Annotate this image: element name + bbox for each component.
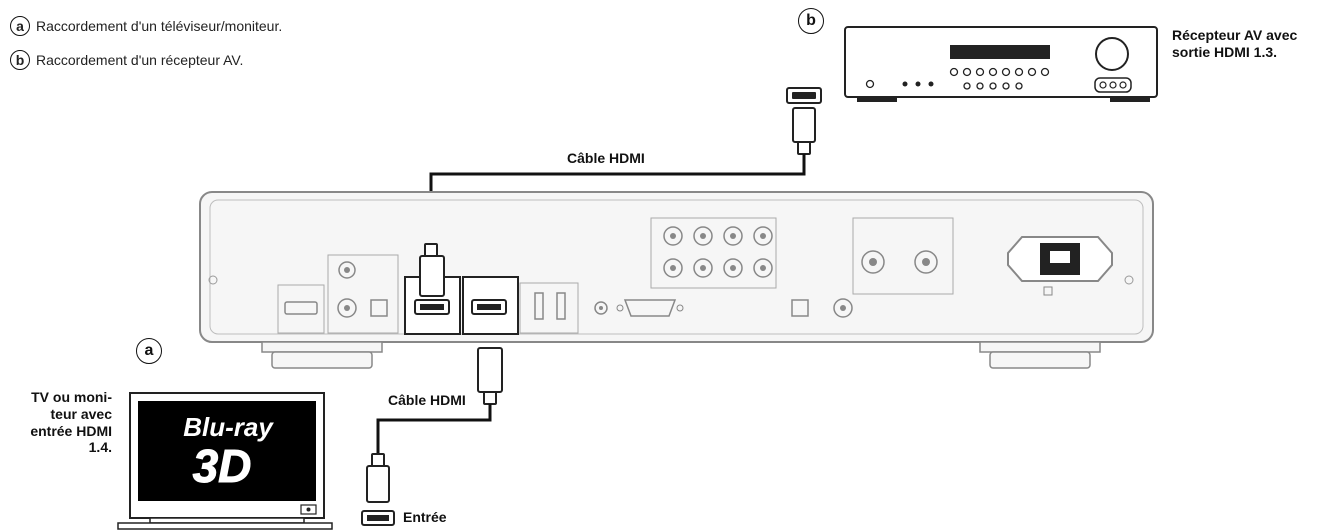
bluray-player-back-panel [199, 191, 1154, 369]
av-receiver [844, 26, 1158, 102]
legend-item-b-text: Raccordement d'un récepteur AV. [36, 52, 244, 68]
tv-hdmi-input-port [361, 510, 395, 526]
tv-caption-line3: entrée HDMI [30, 422, 112, 439]
tv-caption-line2: teur avec [50, 405, 112, 422]
marker-a-icon: a [10, 16, 30, 36]
marker-a-icon-device: a [136, 338, 162, 364]
top-cable-plug-player [419, 243, 445, 297]
bottom-hdmi-cable [376, 404, 492, 454]
receiver-hdmi-port [786, 87, 822, 104]
legend-item-a: a Raccordement d'un téléviseur/moniteur. [10, 16, 282, 36]
tv-caption: TV ou moni- teur avec entrée HDMI 1.4. [8, 389, 112, 456]
bottom-cable-plug-player [477, 347, 503, 405]
receiver-caption-line2: sortie HDMI 1.3. [1172, 43, 1278, 60]
bottom-cable-plug-tv [366, 453, 390, 503]
tv-monitor: Blu-ray 3D [117, 392, 333, 530]
legend-item-a-text: Raccordement d'un téléviseur/moniteur. [36, 18, 283, 34]
bluray-3d-logo-text: 3D [193, 440, 252, 492]
receiver-display [950, 45, 1050, 59]
tv-caption-line4: 1.4. [88, 439, 112, 456]
bottom-cable-label: Câble HDMI [388, 392, 466, 408]
tv-input-label: Entrée [403, 509, 447, 525]
bluray-logo-text: Blu-ray [183, 412, 274, 442]
receiver-caption-line1: Récepteur AV avec [1172, 27, 1298, 43]
top-cable-label: Câble HDMI [567, 150, 645, 166]
top-cable-plug-receiver [792, 107, 816, 155]
legend-item-b: b Raccordement d'un récepteur AV. [10, 50, 243, 70]
receiver-caption: Récepteur AV avec sortie HDMI 1.3. [1172, 27, 1297, 61]
tv-caption-line1: TV ou moni- [31, 389, 112, 405]
marker-b-icon: b [10, 50, 30, 70]
volume-knob-icon [1095, 37, 1129, 71]
marker-b-icon-device: b [798, 8, 824, 34]
